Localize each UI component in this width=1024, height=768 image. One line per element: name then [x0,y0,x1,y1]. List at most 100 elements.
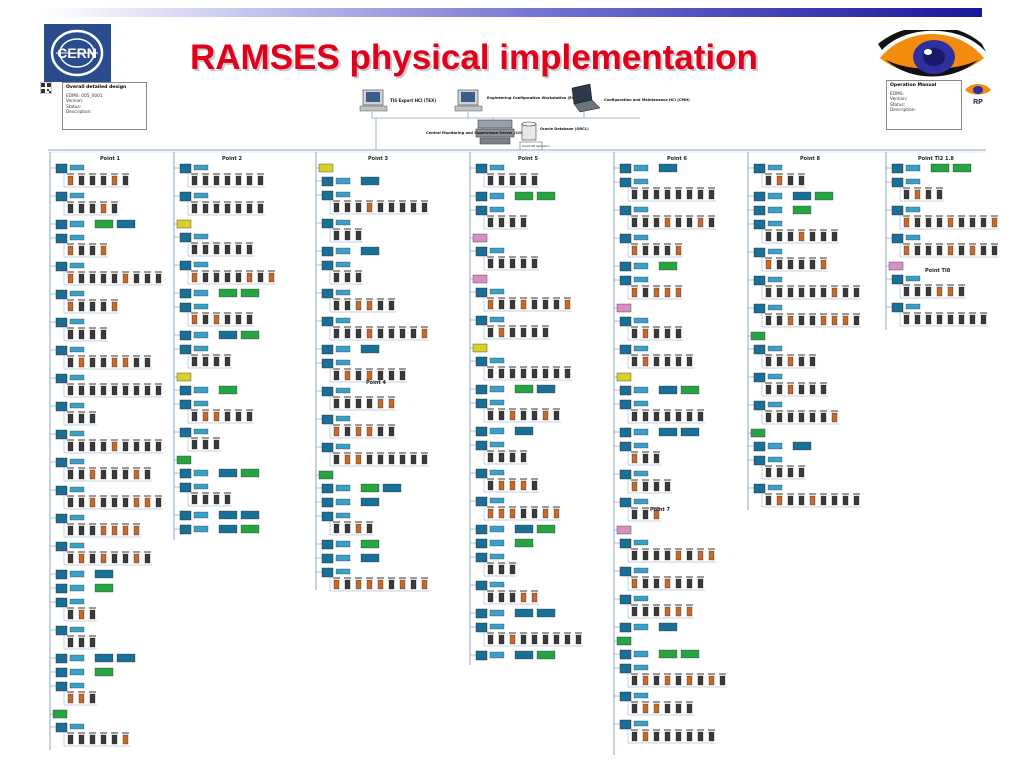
probe-cap [520,215,527,217]
module-block [767,304,783,311]
probe-cap [191,270,198,272]
module-block [767,345,783,352]
radiation-probe-icon [235,272,242,283]
point-label: Point TI2 1.8 [918,156,954,162]
radiation-probe-icon [191,272,198,283]
radiation-probe-icon [798,287,805,298]
radiation-probe-icon [947,286,954,297]
probe-cap [531,297,538,299]
radiation-probe-icon [333,300,340,311]
probe-cap [653,326,660,328]
radiation-probe-icon [388,426,395,437]
monitoring-station-icon [619,427,632,438]
probe-cap [631,409,638,411]
monitoring-station-icon [321,539,334,550]
module-block [69,430,85,437]
radiation-probe-icon [399,579,406,590]
radiation-probe-icon [155,441,162,452]
probe-cap [675,326,682,328]
radiation-probe-icon [111,469,118,480]
radiation-probe-icon [111,301,118,312]
monitoring-station-icon [619,275,632,286]
radiation-probe-icon [89,175,96,186]
probe-cap [697,729,704,731]
radiation-probe-icon [78,553,85,564]
module-block [536,524,556,534]
probe-cap [664,673,671,675]
probe-cap [224,201,231,203]
radiation-probe-icon [936,217,943,228]
radiation-probe-icon [355,426,362,437]
radiation-probe-icon [520,258,527,269]
radiation-probe-icon [664,411,671,422]
probe-cap [133,551,140,553]
radiation-probe-icon [421,202,428,213]
probe-cap [355,521,362,523]
probe-cap [67,355,74,357]
probe-cap [366,396,373,398]
radiation-probe-icon [78,357,85,368]
radiation-probe-icon [903,286,910,297]
radiation-probe-icon [67,693,74,704]
probe-cap [355,452,362,454]
probe-cap [89,201,96,203]
monitoring-station-icon [475,356,488,367]
module-block [489,427,505,435]
probe-cap [487,215,494,217]
radiation-probe-icon [664,356,671,367]
radiation-probe-icon [776,495,783,506]
radiation-probe-icon [487,634,494,645]
radiation-probe-icon [144,385,151,396]
radiation-probe-icon [686,356,693,367]
probe-cap [820,410,827,412]
radiation-probe-icon [133,441,140,452]
probe-cap [653,604,660,606]
monitoring-station-icon [321,176,334,187]
probe-cap [787,410,794,412]
probe-cap [235,201,242,203]
probe-cap [798,354,805,356]
probe-cap [798,173,805,175]
probe-cap [78,383,85,385]
module-block [335,415,351,422]
probe-cap [575,632,582,634]
probe-cap [498,366,505,368]
radiation-probe-icon [642,703,649,714]
radiation-probe-icon [366,579,373,590]
radiation-probe-icon [520,217,527,228]
probe-cap [542,632,549,634]
module-block [633,539,649,546]
probe-cap [67,607,74,609]
probe-cap [202,354,209,356]
equipment-block [176,372,192,382]
monitoring-station-icon [475,398,488,409]
module-block [489,609,505,617]
module-block [633,262,649,270]
probe-cap [111,732,118,734]
probe-cap [903,187,910,189]
radiation-probe-icon [675,550,682,561]
probe-cap [89,327,96,329]
radiation-probe-icon [213,314,220,325]
radiation-probe-icon [697,189,704,200]
probe-cap [509,408,516,410]
probe-cap [531,325,538,327]
probe-cap [947,243,954,245]
probe-cap [144,495,151,497]
monitoring-station-icon [321,246,334,257]
radiation-probe-icon [144,497,151,508]
module-block [69,262,85,269]
radiation-probe-icon [333,230,340,241]
radiation-probe-icon [664,481,671,492]
probe-cap [809,410,816,412]
note-line: Description: [890,108,916,114]
radiation-probe-icon [487,217,494,228]
module-block [633,650,649,658]
radiation-probe-icon [111,441,118,452]
monitoring-station-icon [55,429,68,440]
radiation-probe-icon [235,314,242,325]
probe-cap [399,368,406,370]
probe-cap [388,326,395,328]
probe-cap [664,354,671,356]
monitoring-station-icon [321,358,334,369]
